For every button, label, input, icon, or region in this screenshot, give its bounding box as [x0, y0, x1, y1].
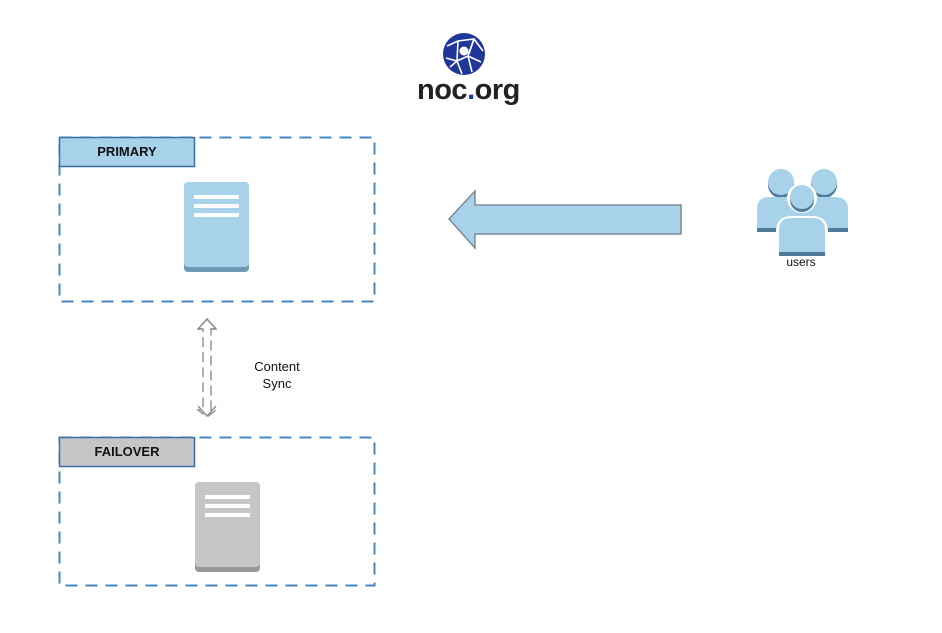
- failover-group[interactable]: FAILOVER: [58, 436, 376, 587]
- failover-dashed-border: [58, 436, 376, 587]
- failover-label-box: [58, 436, 196, 468]
- sync-label-line2: Sync: [263, 376, 292, 391]
- users-label: users: [786, 255, 815, 269]
- globe-icon: [443, 33, 485, 75]
- failover-label: FAILOVER: [94, 444, 160, 459]
- content-sync-arrow: [195, 317, 219, 418]
- logo-text-noc: noc: [417, 74, 467, 106]
- failover-server-icon: [195, 482, 260, 572]
- primary-label-box: [58, 136, 196, 168]
- sync-label-line1: Content: [254, 359, 300, 374]
- primary-server-icon: [184, 182, 249, 272]
- traffic-arrow: [447, 189, 682, 250]
- users-icon[interactable]: [757, 169, 848, 256]
- svg-text:noc.org: noc.org: [417, 74, 520, 106]
- primary-group[interactable]: PRIMARY: [58, 136, 376, 303]
- primary-label: PRIMARY: [97, 144, 157, 159]
- logo-text-org: org: [475, 74, 520, 106]
- logo-text-dot: .: [467, 74, 475, 106]
- noc-logo: noc.org: [417, 33, 520, 106]
